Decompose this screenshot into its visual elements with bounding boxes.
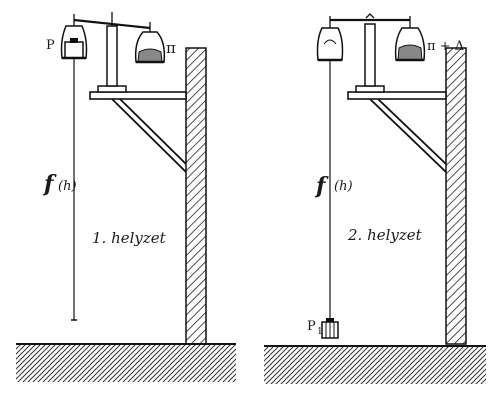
left-panel: P π f (h) 1. helyzet [16,12,236,382]
left-weight-label: P [46,38,55,53]
left-position-label: 1. helyzet [92,229,167,247]
right-ground [264,346,486,384]
right-counter-label: π + Δ [427,39,464,54]
left-pan-weight [60,25,88,60]
left-wall [185,47,207,345]
right-weight-p1 [321,318,339,339]
right-force-f: f [314,173,329,199]
right-weight-subscript: 1 [317,327,323,337]
left-shelf [89,91,187,173]
right-wall [445,47,467,345]
right-balance [329,13,411,93]
left-balance [73,12,151,93]
left-counter-label: π [166,39,176,57]
left-force-h: (h) [58,179,77,194]
right-force-h: (h) [334,179,353,194]
right-pan-empty [316,27,344,62]
right-pan-counter [394,27,426,62]
left-force-f: f [42,171,57,197]
left-pan-counter [134,31,166,64]
right-shelf [347,91,447,173]
left-ground [16,344,236,382]
right-panel: π + Δ f (h) 2. helyzet P 1 [264,13,486,384]
right-position-label: 2. helyzet [347,226,423,244]
right-weight-label: P [307,319,316,334]
